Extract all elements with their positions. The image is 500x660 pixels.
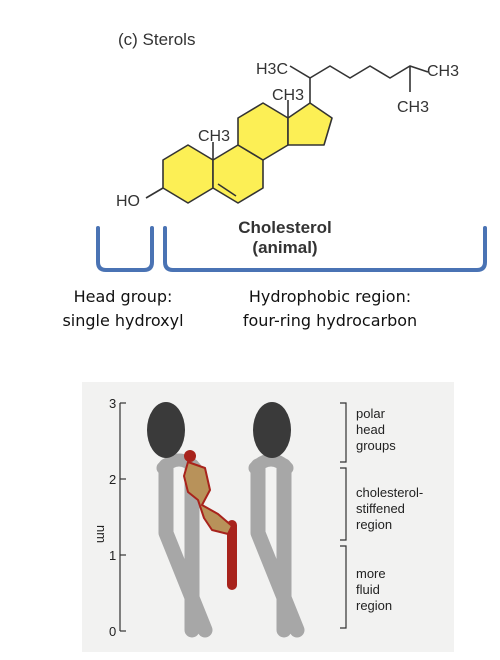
methyl-label: CH3 (427, 63, 459, 80)
side-label-line: polar (356, 406, 386, 421)
side-label-line: more (356, 566, 386, 581)
head-group-label: Head group: single hydroxyl (48, 285, 198, 333)
cholesterol-hydroxyl (184, 450, 196, 462)
phospholipid-2 (248, 402, 305, 638)
polar-head (147, 402, 185, 458)
side-label-line: groups (356, 438, 396, 453)
head-group-bracket (96, 226, 154, 272)
y-axis-unit: nm (94, 525, 109, 543)
hydrophobic-line-1: Hydrophobic region: (248, 287, 412, 306)
methyl-label: H3C (256, 61, 288, 78)
hydroxyl-label: HO (116, 193, 140, 210)
section-label: (c) Sterols (118, 30, 196, 49)
polar-head-bracket (340, 402, 347, 463)
y-tick-label: 0 (109, 624, 116, 639)
lipid-connector (248, 453, 294, 475)
double-bond (217, 183, 237, 197)
y-tick-label: 1 (109, 548, 116, 563)
lipid-tails (250, 458, 305, 638)
methyl-label: CH3 (198, 128, 230, 145)
side-label-line: head (356, 422, 385, 437)
molecule-name: Cholesterol (animal) (200, 218, 370, 258)
side-label-line: cholesterol- (356, 485, 423, 500)
side-label-line: stiffened (356, 501, 405, 516)
side-label-line: region (356, 517, 392, 532)
molecule-source-text: (animal) (252, 238, 318, 257)
phospholipid-1 (147, 402, 213, 638)
methyl-label: CH3 (397, 99, 429, 116)
stiffened-region-bracket (340, 467, 347, 541)
methyl-label: CH3 (272, 87, 304, 104)
molecule-name-text: Cholesterol (238, 218, 332, 237)
head-group-line-1: Head group: (73, 287, 173, 306)
y-tick-label: 3 (109, 396, 116, 411)
hydrophobic-line-2: four-ring hydrocarbon (242, 311, 418, 330)
side-label-line: fluid (356, 582, 380, 597)
side-label-line: region (356, 598, 392, 613)
y-tick-label: 2 (109, 472, 116, 487)
polar-head (253, 402, 291, 458)
cholesterol-structure: HO H3C CH3 CH3 CH3 CH3 (116, 61, 459, 210)
region-brackets (96, 226, 487, 272)
fluid-region-bracket (340, 545, 347, 629)
ring-d (287, 102, 333, 146)
cholesterol-rings (183, 461, 233, 535)
head-group-line-2: single hydroxyl (62, 311, 184, 330)
cholesterol-molecule (183, 450, 237, 590)
hydrophobic-bracket (163, 226, 487, 272)
hydrophobic-region-label: Hydrophobic region: four-ring hydrocarbo… (205, 285, 455, 333)
